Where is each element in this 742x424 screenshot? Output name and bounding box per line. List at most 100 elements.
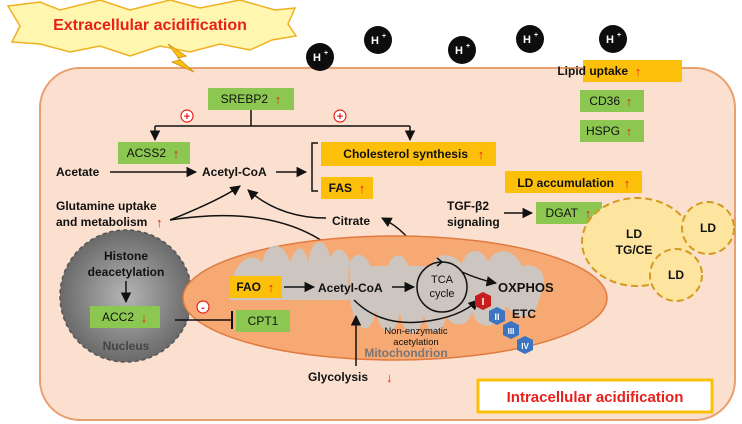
ld-accumulation-label: LD accumulation — [517, 176, 614, 190]
extracellular-acidification-burst: Extracellular acidification — [6, 0, 298, 73]
fao-label: FAO — [236, 280, 261, 294]
svg-text:+: + — [337, 111, 343, 123]
proton-1: H + — [306, 43, 334, 71]
ld-accumulation-box — [505, 171, 642, 193]
svg-text:+: + — [466, 43, 470, 50]
cholesterol-synthesis-label: Cholesterol synthesis — [343, 147, 468, 161]
srebp2-label: SREBP2 — [221, 92, 269, 106]
acc2-label: ACC2 — [102, 310, 134, 324]
fao-arrow: ↑ — [268, 280, 275, 295]
tca-cycle: TCA cycle — [416, 257, 468, 313]
lipid-droplet-bottom — [649, 248, 703, 302]
acc2-inhibition: - — [175, 300, 233, 329]
cd36-arrow: ↑ — [626, 94, 633, 109]
dgat-arrow: ↑ — [585, 206, 592, 221]
svg-text:+: + — [184, 111, 190, 123]
glutamine-arrow: ↑ — [156, 215, 163, 230]
cholesterol-synthesis-arrow: ↑ — [478, 147, 485, 162]
cd36-label: CD36 — [589, 94, 620, 108]
non-enzymatic-line2: acetylation — [393, 337, 438, 348]
glycolysis-label: Glycolysis — [308, 370, 368, 384]
etc-complex-3 — [503, 321, 519, 339]
etc-complex-1 — [475, 292, 491, 310]
cd36-box — [580, 90, 644, 112]
tgf-line2: signaling — [447, 215, 500, 229]
mitochondrion-cristae — [230, 241, 544, 334]
svg-text:cycle: cycle — [429, 288, 454, 300]
acss2-arrow: ↑ — [173, 146, 180, 161]
tca-to-oxphos-arrow — [461, 271, 498, 287]
proton-4: H + — [516, 25, 544, 53]
activation-plus-2: + — [333, 109, 347, 123]
acetyl-coa-cytosol-label: Acetyl-CoA — [202, 165, 267, 179]
fas-label: FAS — [329, 181, 352, 195]
hspg-arrow: ↑ — [626, 124, 633, 139]
svg-text:H: H — [313, 52, 321, 64]
etc-complexes: I II III IV ETC — [475, 292, 536, 354]
non-enzymatic-line1: Non-enzymatic — [384, 326, 448, 337]
histone-line1: Histone — [104, 249, 148, 263]
tgf-line1: TGF-β2 — [447, 199, 489, 213]
svg-text:II: II — [494, 312, 499, 322]
svg-text:LD: LD — [626, 227, 642, 241]
citrate-label: Citrate — [332, 214, 370, 228]
proton-2: H + — [364, 26, 392, 54]
etc-label: ETC — [512, 307, 536, 321]
lightning-bolt-icon — [167, 43, 195, 73]
svg-text:+: + — [382, 33, 386, 40]
acetate-label: Acetate — [56, 165, 100, 179]
intracellular-acidification-box — [476, 378, 714, 414]
svg-text:H: H — [455, 45, 463, 57]
svg-text:IV: IV — [521, 342, 529, 351]
svg-text:III: III — [508, 327, 515, 336]
svg-text:H: H — [371, 35, 379, 47]
glutamine-line2: and metabolism — [56, 215, 147, 229]
activation-plus-1: + — [180, 109, 194, 123]
acss2-box — [118, 142, 190, 164]
nucleus-label: Nucleus — [103, 339, 150, 353]
hspg-box — [580, 120, 644, 142]
svg-text:+: + — [617, 32, 621, 39]
lipid-uptake-box — [583, 60, 682, 82]
histone-line2: deacetylation — [88, 265, 165, 279]
non-enzymatic-acetylation-arrow — [353, 299, 479, 324]
lipid-uptake-label: Lipid uptake — [557, 64, 628, 78]
srebp2-branch-arrows — [149, 110, 416, 142]
svg-text:TG/CE: TG/CE — [616, 243, 653, 257]
fao-box — [230, 276, 282, 298]
fas-arrow: ↑ — [359, 181, 366, 196]
dgat-label: DGAT — [546, 206, 579, 220]
extracellular-acidification-label: Extracellular acidification — [53, 17, 247, 34]
svg-text:I: I — [482, 297, 485, 308]
acc2-box — [90, 306, 160, 328]
acetyl-coa-mito-label: Acetyl-CoA — [318, 281, 383, 295]
svg-text:-: - — [201, 302, 205, 314]
srebp2-box — [208, 88, 294, 110]
cpt1-box — [236, 310, 290, 332]
lipid-synthesis-bracket — [311, 142, 318, 192]
svg-text:TCA: TCA — [431, 274, 454, 286]
proton-3: H + — [448, 36, 476, 64]
glycolysis-arrow-symbol: ↓ — [386, 370, 393, 385]
nucleus: Histone deacetylation ACC2 ↓ Nucleus — [59, 229, 193, 363]
acss2-label: ACSS2 — [127, 146, 167, 160]
glutamine-line1: Glutamine uptake — [56, 199, 157, 213]
acc2-arrow: ↓ — [141, 310, 148, 325]
hspg-label: HSPG — [586, 124, 620, 138]
srebp2-arrow: ↑ — [275, 92, 282, 107]
dgat-box — [536, 202, 602, 224]
svg-text:+: + — [534, 32, 538, 39]
svg-text:H: H — [523, 34, 531, 46]
fas-box — [321, 177, 373, 199]
protons: H + H + H + H + H + — [306, 25, 627, 71]
cholesterol-synthesis-box — [321, 142, 496, 166]
citrate-to-acetyl-coa-arrow — [247, 189, 327, 219]
svg-text:LD: LD — [668, 268, 684, 282]
svg-text:LD: LD — [700, 221, 716, 235]
ld-accumulation-arrow: ↑ — [624, 176, 631, 191]
lipid-droplets: LD TG/CE LD LD — [581, 197, 735, 302]
oxphos-label: OXPHOS — [498, 280, 554, 295]
cpt1-label: CPT1 — [248, 314, 279, 328]
lipid-droplet-right — [681, 201, 735, 255]
